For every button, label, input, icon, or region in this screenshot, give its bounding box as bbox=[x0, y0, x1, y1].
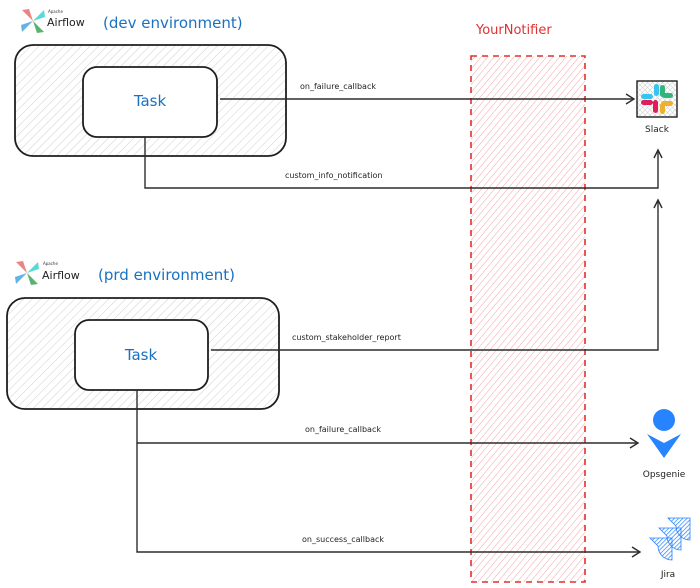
jira-label: Jira bbox=[660, 570, 675, 580]
opsgenie-label: Opsgenie bbox=[643, 470, 686, 480]
edge-label-prd-on-failure: on_failure_callback bbox=[305, 425, 381, 434]
dev-task-node[interactable]: Task bbox=[82, 66, 218, 138]
edge-prd-on-success: on_success_callback bbox=[136, 443, 642, 558]
logo-apache-text: Apache bbox=[43, 261, 58, 266]
prd-environment-label: (prd environment) bbox=[98, 266, 235, 284]
jira-icon bbox=[649, 517, 691, 561]
dev-environment-label: (dev environment) bbox=[103, 14, 243, 32]
notifier-title: YourNotifier bbox=[475, 23, 552, 38]
edge-label-prd-stakeholder-report: custom_stakeholder_report bbox=[292, 333, 401, 342]
opsgenie-icon bbox=[647, 409, 681, 458]
logo-airflow-text: Airflow bbox=[42, 269, 80, 282]
airflow-logo-dev: Apache Airflow bbox=[21, 9, 85, 33]
edge-dev-custom-info: custom_info_notification bbox=[144, 137, 663, 189]
notifier-dashed-box bbox=[470, 55, 586, 583]
prd-environment: Apache Airflow (prd environment) Task bbox=[6, 261, 280, 410]
logo-airflow-text: Airflow bbox=[47, 16, 85, 29]
edge-dev-on-failure: on_failure_callback bbox=[220, 82, 636, 105]
slack-label: Slack bbox=[645, 125, 670, 135]
edge-label-dev-on-failure: on_failure_callback bbox=[300, 82, 376, 91]
slack-icon bbox=[636, 80, 678, 118]
opsgenie-service: Opsgenie bbox=[643, 409, 686, 480]
dev-task-label: Task bbox=[133, 92, 167, 110]
edge-prd-stakeholder-report: custom_stakeholder_report bbox=[211, 198, 663, 351]
edge-label-prd-on-success: on_success_callback bbox=[302, 535, 384, 544]
airflow-logo-prd: Apache Airflow bbox=[15, 261, 80, 285]
jira-service: Jira bbox=[649, 517, 691, 580]
prd-task-node[interactable]: Task bbox=[74, 319, 209, 391]
airflow-pinwheel-icon bbox=[15, 261, 39, 285]
edge-label-dev-custom-info: custom_info_notification bbox=[285, 171, 382, 180]
prd-task-label: Task bbox=[124, 346, 158, 364]
logo-apache-text: Apache bbox=[48, 9, 63, 14]
dev-environment: Apache Airflow (dev environment) Task bbox=[14, 9, 287, 157]
airflow-pinwheel-icon bbox=[21, 9, 45, 33]
your-notifier-zone: YourNotifier bbox=[470, 23, 586, 583]
slack-service: Slack bbox=[636, 80, 678, 135]
